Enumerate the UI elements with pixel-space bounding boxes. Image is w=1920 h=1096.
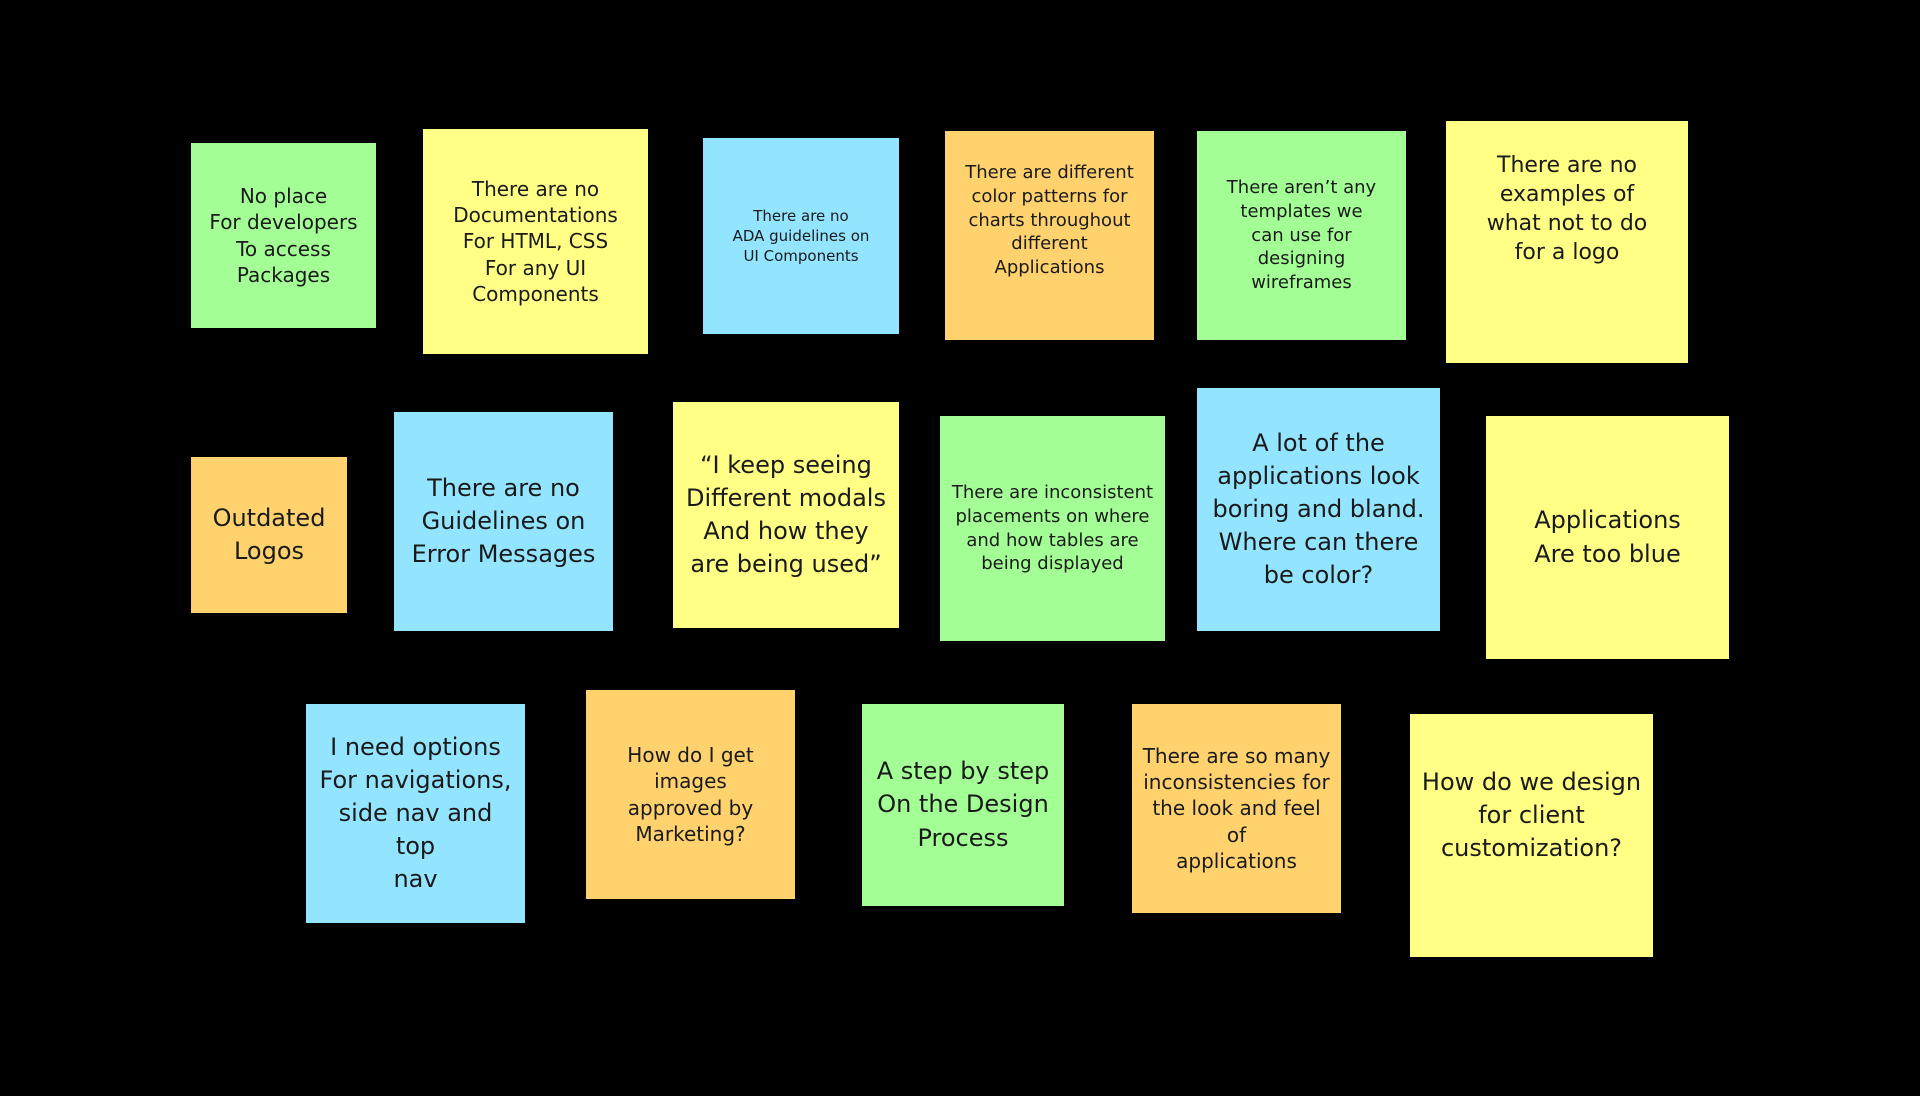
sticky-note-text: There are no ADA guidelines on UI Compon… xyxy=(732,206,870,266)
sticky-note-text: I need options For navigations, side nav… xyxy=(319,732,512,894)
sticky-note-developer-packages[interactable]: No place For developers To access Packag… xyxy=(191,143,376,328)
sticky-note-text: Outdated Logos xyxy=(212,503,326,565)
sticky-note-text: “I keep seeing Different modals And how … xyxy=(686,450,886,579)
sticky-note-design-process[interactable]: A step by step On the Design Process xyxy=(862,704,1064,906)
sticky-note-wireframe-templates[interactable]: There aren’t any templates we can use fo… xyxy=(1197,131,1406,340)
sticky-note-text: There are no Documentations For HTML, CS… xyxy=(453,176,618,307)
sticky-note-ada-guidelines[interactable]: There are no ADA guidelines on UI Compon… xyxy=(703,138,899,334)
sticky-note-outdated-logos[interactable]: Outdated Logos xyxy=(191,457,347,613)
sticky-note-html-css-docs[interactable]: There are no Documentations For HTML, CS… xyxy=(423,129,648,354)
sticky-note-client-customization[interactable]: How do we design for client customizatio… xyxy=(1410,714,1653,957)
sticky-note-text: There are different color patterns for c… xyxy=(965,162,1134,278)
sticky-note-text: There are inconsistent placements on whe… xyxy=(951,482,1154,575)
sticky-note-logo-examples[interactable]: There are no examples of what not to do … xyxy=(1446,121,1688,363)
sticky-note-text: How do we design for client customizatio… xyxy=(1421,768,1642,863)
sticky-note-text: A step by step On the Design Process xyxy=(876,757,1050,852)
sticky-note-text: A lot of the applications look boring an… xyxy=(1212,428,1425,590)
sticky-note-text: There aren’t any templates we can use fo… xyxy=(1226,177,1377,294)
sticky-note-table-placements[interactable]: There are inconsistent placements on whe… xyxy=(940,416,1165,641)
sticky-note-text: There are no Guidelines on Error Message… xyxy=(411,473,596,569)
sticky-note-too-blue[interactable]: Applications Are too blue xyxy=(1486,416,1729,659)
sticky-note-boring-applications[interactable]: A lot of the applications look boring an… xyxy=(1197,388,1440,631)
sticky-note-text: No place For developers To access Packag… xyxy=(209,183,358,287)
sticky-note-text: How do I get images approved by Marketin… xyxy=(627,742,754,846)
sticky-note-chart-color-patterns[interactable]: There are different color patterns for c… xyxy=(945,131,1154,340)
sticky-note-look-and-feel[interactable]: There are so many inconsistencies for th… xyxy=(1132,704,1341,913)
sticky-note-marketing-images[interactable]: How do I get images approved by Marketin… xyxy=(586,690,795,899)
sticky-note-navigation-options[interactable]: I need options For navigations, side nav… xyxy=(306,704,525,923)
sticky-note-text: There are no examples of what not to do … xyxy=(1486,153,1648,266)
sticky-note-text: There are so many inconsistencies for th… xyxy=(1142,743,1331,874)
sticky-note-text: Applications Are too blue xyxy=(1534,506,1681,568)
sticky-note-modals-quote[interactable]: “I keep seeing Different modals And how … xyxy=(673,402,899,628)
sticky-note-error-messages[interactable]: There are no Guidelines on Error Message… xyxy=(394,412,613,631)
